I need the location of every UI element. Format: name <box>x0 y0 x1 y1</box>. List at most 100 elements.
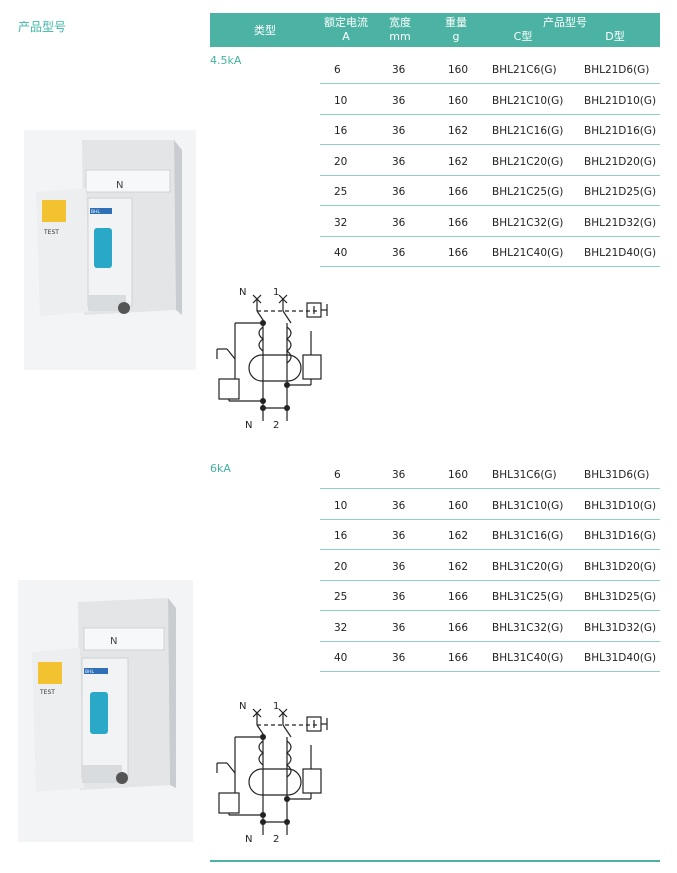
table-row: 40 36 166 BHL21C40(G) BHL21D40(G) <box>320 237 660 267</box>
cell-model-d: BHL21D16(G) <box>584 125 657 137</box>
cell-weight: 166 <box>448 652 469 664</box>
terminal-label-1: 1 <box>273 701 279 712</box>
terminal-label-n-bottom: N <box>245 834 252 845</box>
cell-weight: 166 <box>448 247 469 259</box>
cell-width: 36 <box>392 499 406 512</box>
cell-current: 6 <box>334 469 341 481</box>
table-row: 25 36 166 BHL21C25(G) BHL21D25(G) <box>320 176 660 206</box>
table-row: 32 36 166 BHL31C32(G) BHL31D32(G) <box>320 612 660 642</box>
header-width-unit: mm <box>389 30 411 43</box>
cell-model-d: BHL21D32(G) <box>584 216 657 229</box>
cell-current: 10 <box>334 94 348 107</box>
cell-model-c: BHL21C10(G) <box>492 94 564 107</box>
cell-width: 36 <box>392 652 406 664</box>
product-photo: N TEST BHL <box>18 580 193 842</box>
cell-model-d: BHL21D40(G) <box>584 247 657 259</box>
header-model-d: D型 <box>605 30 625 43</box>
wiring-diagram: N 1 N 2 <box>216 701 328 845</box>
cell-model-d: BHL31D40(G) <box>584 652 657 664</box>
cell-model-d: BHL31D10(G) <box>584 499 657 512</box>
cell-width: 36 <box>392 469 406 481</box>
cell-model-c: BHL31C25(G) <box>492 591 564 603</box>
header-current: 额定电流 <box>324 16 368 29</box>
cell-weight: 160 <box>448 64 469 76</box>
terminal-label-n-top: N <box>239 287 246 298</box>
test-label: TEST <box>39 689 55 696</box>
cell-model-c: BHL21C32(G) <box>492 216 564 229</box>
bottom-rule <box>210 860 660 862</box>
cell-weight: 166 <box>448 216 469 229</box>
cell-model-c: BHL31C40(G) <box>492 652 564 664</box>
cell-current: 16 <box>334 530 348 542</box>
table-row: 20 36 162 BHL21C20(G) BHL21D20(G) <box>320 146 660 176</box>
rating-label: 4.5kA <box>210 54 242 67</box>
cell-width: 36 <box>392 94 406 107</box>
terminal-label-n-bottom: N <box>245 420 252 431</box>
cell-model-c: BHL31C20(G) <box>492 560 564 573</box>
cell-model-d: BHL31D25(G) <box>584 591 657 603</box>
cell-model-d: BHL31D32(G) <box>584 621 657 634</box>
cell-weight: 160 <box>448 469 469 481</box>
cell-width: 36 <box>392 247 406 259</box>
cell-model-d: BHL31D6(G) <box>584 469 650 481</box>
table-row: 10 36 160 BHL21C10(G) BHL21D10(G) <box>320 85 660 115</box>
table-row: 40 36 166 BHL31C40(G) BHL31D40(G) <box>320 642 660 672</box>
product-photo: N TEST BHL <box>24 130 196 370</box>
cell-weight: 162 <box>448 125 469 137</box>
cell-width: 36 <box>392 216 406 229</box>
cell-model-d: BHL21D10(G) <box>584 94 657 107</box>
rating-label: 6kA <box>210 462 231 475</box>
cell-model-c: BHL31C6(G) <box>492 469 557 481</box>
test-label: TEST <box>43 229 59 236</box>
cell-model-c: BHL31C32(G) <box>492 621 564 634</box>
cell-weight: 162 <box>448 155 469 168</box>
cell-model-c: BHL21C40(G) <box>492 247 564 259</box>
cell-current: 32 <box>334 216 348 229</box>
cell-weight: 160 <box>448 94 469 107</box>
pole-label: N <box>110 636 117 647</box>
header-weight-unit: g <box>452 30 460 43</box>
cell-width: 36 <box>392 64 406 76</box>
cell-current: 25 <box>334 186 348 198</box>
brand-label: BHL <box>85 669 94 675</box>
cell-width: 36 <box>392 155 406 168</box>
cell-model-d: BHL31D20(G) <box>584 560 657 573</box>
table-row: 6 36 160 BHL21C6(G) BHL21D6(G) <box>320 54 660 84</box>
header-model: 产品型号 <box>543 16 587 29</box>
cell-current: 16 <box>334 125 348 137</box>
cell-model-d: BHL21D6(G) <box>584 64 650 76</box>
table-row: 6 36 160 BHL31C6(G) BHL31D6(G) <box>320 459 660 489</box>
terminal-label-2: 2 <box>273 420 279 431</box>
cell-model-c: BHL21C25(G) <box>492 186 564 198</box>
terminal-label-2: 2 <box>273 834 279 845</box>
cell-current: 32 <box>334 621 348 634</box>
header-width: 宽度 <box>389 16 411 29</box>
cell-width: 36 <box>392 186 406 198</box>
terminal-label-n-top: N <box>239 701 246 712</box>
cell-model-c: BHL31C16(G) <box>492 530 564 542</box>
cell-width: 36 <box>392 560 406 573</box>
cell-model-c: BHL21C6(G) <box>492 64 557 76</box>
table-row: 25 36 166 BHL31C25(G) BHL31D25(G) <box>320 581 660 611</box>
terminal-label-1: 1 <box>273 287 279 298</box>
pole-label: N <box>116 180 123 191</box>
header-model-c: C型 <box>513 30 533 43</box>
cell-width: 36 <box>392 125 406 137</box>
cell-width: 36 <box>392 591 406 603</box>
cell-width: 36 <box>392 621 406 634</box>
table-header: 类型 额定电流 A 宽度 mm 重量 g 产品型号 C型 D型 <box>210 13 660 47</box>
cell-weight: 166 <box>448 621 469 634</box>
header-weight: 重量 <box>445 16 467 29</box>
header-current-unit: A <box>342 30 350 43</box>
cell-model-c: BHL21C20(G) <box>492 155 564 168</box>
brand-label: BHL <box>91 209 100 215</box>
table-row: 20 36 162 BHL31C20(G) BHL31D20(G) <box>320 551 660 581</box>
cell-model-c: BHL31C10(G) <box>492 499 564 512</box>
cell-weight: 166 <box>448 591 469 603</box>
cell-model-d: BHL31D16(G) <box>584 530 657 542</box>
cell-current: 40 <box>334 247 348 259</box>
section-title: 产品型号 <box>18 20 67 34</box>
cell-weight: 166 <box>448 186 469 198</box>
header-type: 类型 <box>254 24 276 37</box>
cell-weight: 162 <box>448 560 469 573</box>
